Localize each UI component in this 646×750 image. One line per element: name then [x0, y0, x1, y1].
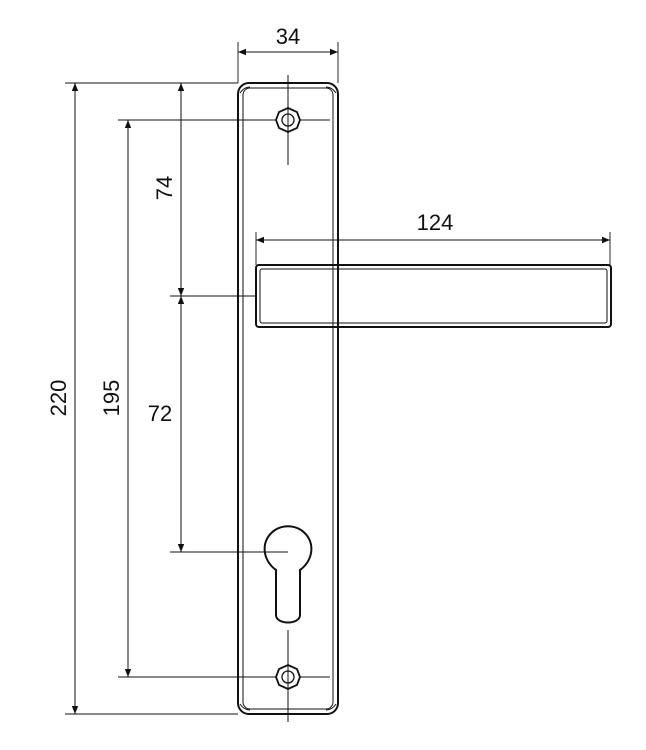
- cylinder-cutout: [263, 525, 313, 624]
- dimension-lines: [71, 48, 610, 714]
- dim-handle-to-cylinder: 72: [148, 401, 172, 426]
- backplate: [237, 82, 339, 715]
- dim-top-to-handle: 74: [152, 176, 177, 200]
- dim-overall-height: 220: [46, 380, 71, 417]
- dim-screw-spacing: 195: [99, 380, 124, 417]
- dim-plate-width: 34: [276, 24, 300, 49]
- extension-lines: [65, 42, 611, 715]
- dim-handle-length: 124: [417, 210, 454, 235]
- lever-handle: [255, 264, 612, 328]
